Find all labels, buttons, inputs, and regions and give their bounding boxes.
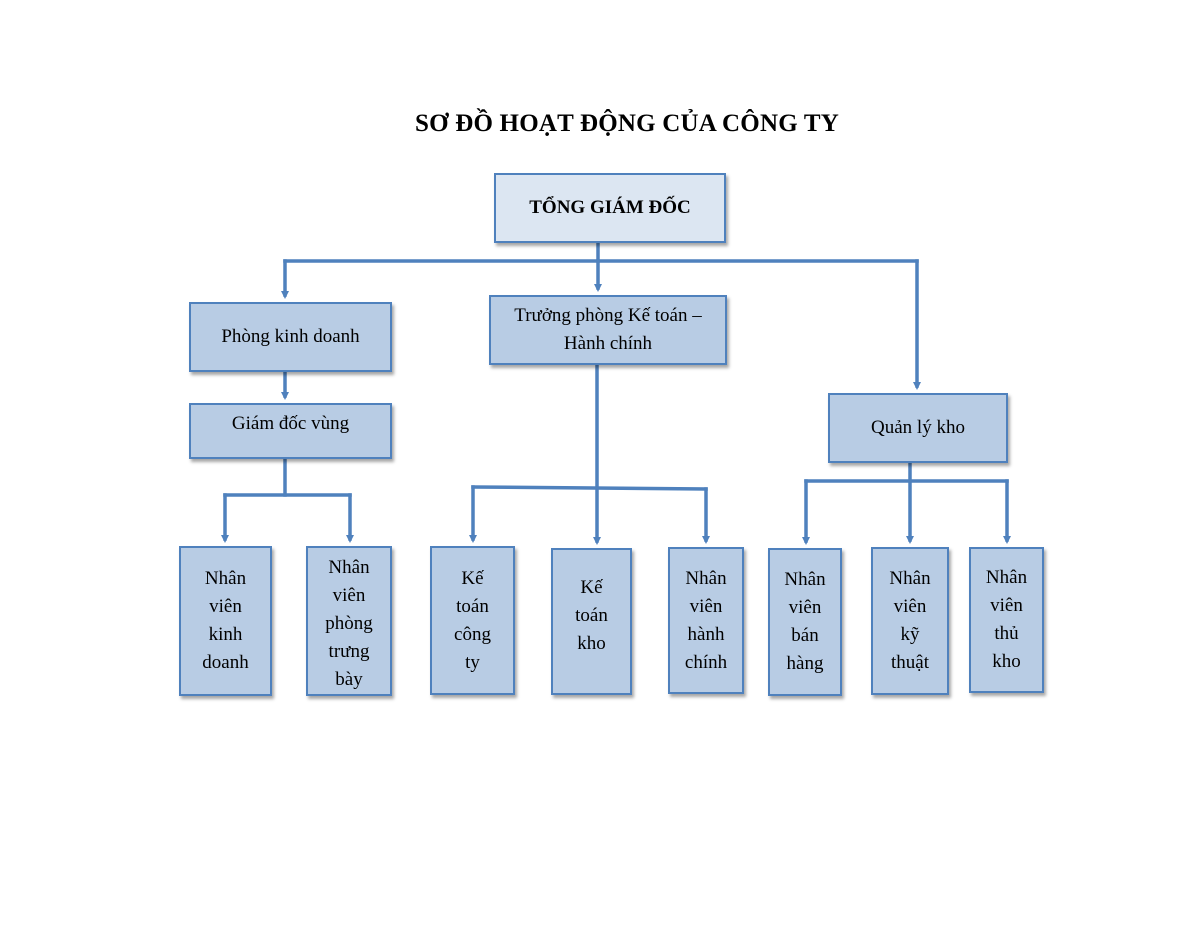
node-technician-line: kỹ bbox=[900, 624, 920, 645]
node-sales-staff-line: viên bbox=[209, 596, 242, 617]
node-showroom-staff-line: trưng bbox=[328, 641, 370, 662]
node-company-accountant-line: toán bbox=[456, 595, 489, 617]
node-showroom-staff-line: Nhân bbox=[328, 557, 370, 578]
node-storekeeper-line: Nhân bbox=[985, 567, 1028, 588]
node-accounting-head-line-1: Trưởng phòng Kế toán – bbox=[514, 305, 702, 326]
node-technician-line: Nhân bbox=[889, 568, 931, 589]
node-accounting-head-line-2: Hành chính bbox=[563, 333, 653, 354]
node-admin-staff-line: hành bbox=[687, 623, 725, 645]
node-sales-clerk-line: bán bbox=[791, 625, 819, 646]
node-sales-staff-line: Nhân bbox=[204, 568, 247, 589]
connector-accounting-bus bbox=[471, 485, 708, 491]
node-storekeeper-line: kho bbox=[992, 651, 1021, 672]
node-company-accountant-line: công bbox=[454, 623, 491, 645]
node-technician-line: viên bbox=[893, 596, 927, 617]
node-sales-clerk-line: hàng bbox=[786, 653, 824, 674]
node-storekeeper: Nhân viên thủ kho bbox=[969, 547, 1044, 693]
node-showroom-staff-line: viên bbox=[332, 585, 366, 606]
node-company-accountant-line: ty bbox=[465, 651, 480, 673]
node-company-accountant-line: Kế bbox=[461, 567, 484, 589]
node-technician: Nhân viên kỹ thuật bbox=[871, 547, 949, 695]
node-warehouse-accountant-line: toán bbox=[575, 605, 608, 626]
node-admin-staff: Nhân viên hành chính bbox=[668, 547, 744, 694]
node-ceo: TỔNG GIÁM ĐỐC bbox=[494, 173, 726, 243]
node-regional-director-label: Giám đốc vùng bbox=[231, 413, 350, 434]
node-showroom-staff-line: bày bbox=[335, 669, 363, 690]
node-ceo-label: TỔNG GIÁM ĐỐC bbox=[529, 197, 691, 218]
node-showroom-staff-line: phòng bbox=[325, 613, 373, 634]
node-technician-line: thuật bbox=[891, 652, 929, 673]
node-sales-department: Phòng kinh doanh bbox=[189, 302, 392, 372]
node-company-accountant: Kế toán công ty bbox=[430, 546, 515, 695]
node-warehouse-accountant-line: Kế bbox=[580, 577, 603, 598]
node-admin-staff-line: chính bbox=[684, 651, 728, 673]
node-sales-staff-line: kinh bbox=[208, 624, 243, 645]
node-sales-staff-line: doanh bbox=[202, 652, 249, 673]
node-admin-staff-line: Nhân bbox=[685, 567, 727, 589]
node-storekeeper-line: thủ bbox=[994, 623, 1019, 644]
node-warehouse-accountant-line: kho bbox=[577, 633, 606, 654]
node-regional-director: Giám đốc vùng bbox=[189, 403, 392, 459]
node-accounting-head: Trưởng phòng Kế toán – Hành chính bbox=[489, 295, 727, 365]
node-warehouse-accountant: Kế toán kho bbox=[551, 548, 632, 695]
node-sales-staff: Nhân viên kinh doanh bbox=[179, 546, 272, 696]
node-sales-department-label: Phòng kinh doanh bbox=[221, 326, 360, 347]
node-warehouse-manager: Quản lý kho bbox=[828, 393, 1008, 463]
node-admin-staff-line: viên bbox=[689, 595, 723, 617]
node-showroom-staff: Nhân viên phòng trưng bày bbox=[306, 546, 392, 696]
node-sales-clerk-line: viên bbox=[788, 597, 822, 618]
node-sales-clerk: Nhân viên bán hàng bbox=[768, 548, 842, 696]
node-warehouse-manager-label: Quản lý kho bbox=[871, 417, 965, 438]
diagram-title: SƠ ĐỒ HOẠT ĐỘNG CỦA CÔNG TY bbox=[415, 110, 839, 137]
node-storekeeper-line: viên bbox=[990, 595, 1023, 616]
node-sales-clerk-line: Nhân bbox=[784, 569, 826, 590]
